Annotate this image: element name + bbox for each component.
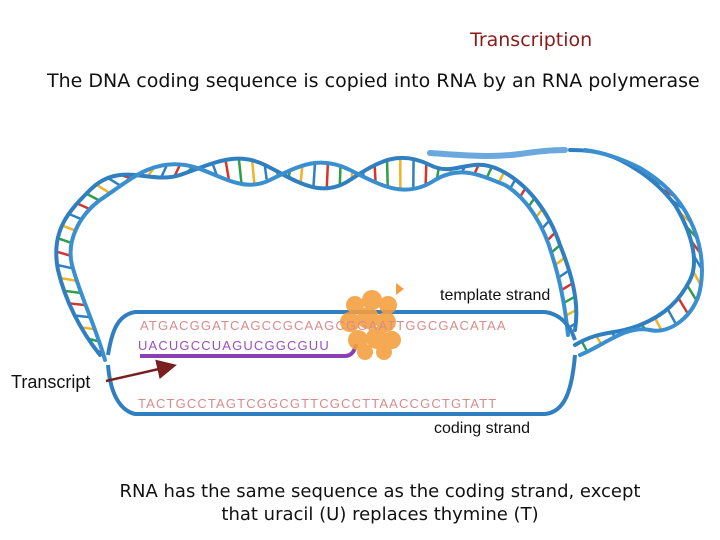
base-pair-rung — [560, 282, 574, 292]
base-pair-rung — [95, 183, 111, 195]
base-pair-rung — [57, 237, 73, 245]
base-pair-rung — [61, 224, 76, 232]
base-pair-rung — [373, 165, 377, 183]
template-strand-line — [106, 310, 577, 356]
template-strand-label: template strand — [440, 287, 551, 304]
base-pair-rung — [338, 165, 342, 186]
footer-note: RNA has the same sequence as the coding … — [110, 480, 650, 526]
base-pair-rung — [424, 163, 428, 186]
direction-arrow-icon — [396, 283, 404, 295]
base-pair-rung — [485, 166, 493, 179]
base-pair-rung — [653, 317, 663, 331]
coding-strand-sequence: TACTGCCTAGTCGGCGTTCGCCTTAACCGCTGTATT — [138, 396, 498, 411]
dna-helix — [54, 147, 704, 362]
base-pair-rung — [56, 263, 74, 270]
base-pair-rung — [263, 164, 269, 182]
base-pair-rung — [63, 289, 82, 295]
template-strand-sequence: ATGACGGATCAGCCGCAAGCGGAATTGGCGACATAA — [140, 318, 507, 333]
base-pair-rung — [686, 284, 698, 302]
base-pair-rung — [312, 162, 317, 188]
base-pair-rung — [76, 202, 91, 211]
helix-backbone-right-a — [568, 148, 697, 347]
base-pair-rung — [68, 302, 86, 307]
transcript-arrow — [105, 359, 177, 383]
base-pair-rung — [325, 162, 330, 189]
base-pair-rung — [59, 276, 77, 283]
helix-backbone-a — [54, 155, 579, 357]
base-pair-rung — [677, 297, 690, 315]
transcript-label: Transcript — [11, 372, 91, 392]
base-pair-rung — [85, 192, 100, 202]
footer-line-2: that uracil (U) replaces thymine (T) — [221, 504, 539, 525]
base-pair-rung — [250, 160, 256, 185]
helix-backbone-right-b — [578, 148, 704, 357]
slide-subtitle: The DNA coding sequence is copied into R… — [47, 70, 700, 92]
rna-sequence: UACUGCCUAGUCGGCGUU — [138, 338, 330, 353]
slide-title: Transcription — [470, 29, 593, 51]
helix-backbone-b — [68, 160, 570, 362]
base-pair-rung — [666, 308, 678, 326]
base-pair-rung — [557, 269, 570, 279]
base-pair-rung — [224, 159, 231, 181]
footer-line-1: RNA has the same sequence as the coding … — [119, 481, 641, 502]
coding-strand-label: coding strand — [434, 420, 531, 437]
rna-polymerase — [340, 290, 401, 360]
coding-strand-line — [106, 354, 577, 416]
base-pair-rung — [237, 158, 243, 185]
base-pair-rung — [563, 295, 576, 305]
base-pair-rung — [299, 165, 304, 184]
base-pair-rung — [55, 250, 72, 257]
helix-top-ribbon — [427, 147, 568, 159]
base-pair-rung — [74, 314, 91, 319]
base-pair-rung — [385, 160, 389, 187]
base-pair-rung — [68, 212, 83, 221]
